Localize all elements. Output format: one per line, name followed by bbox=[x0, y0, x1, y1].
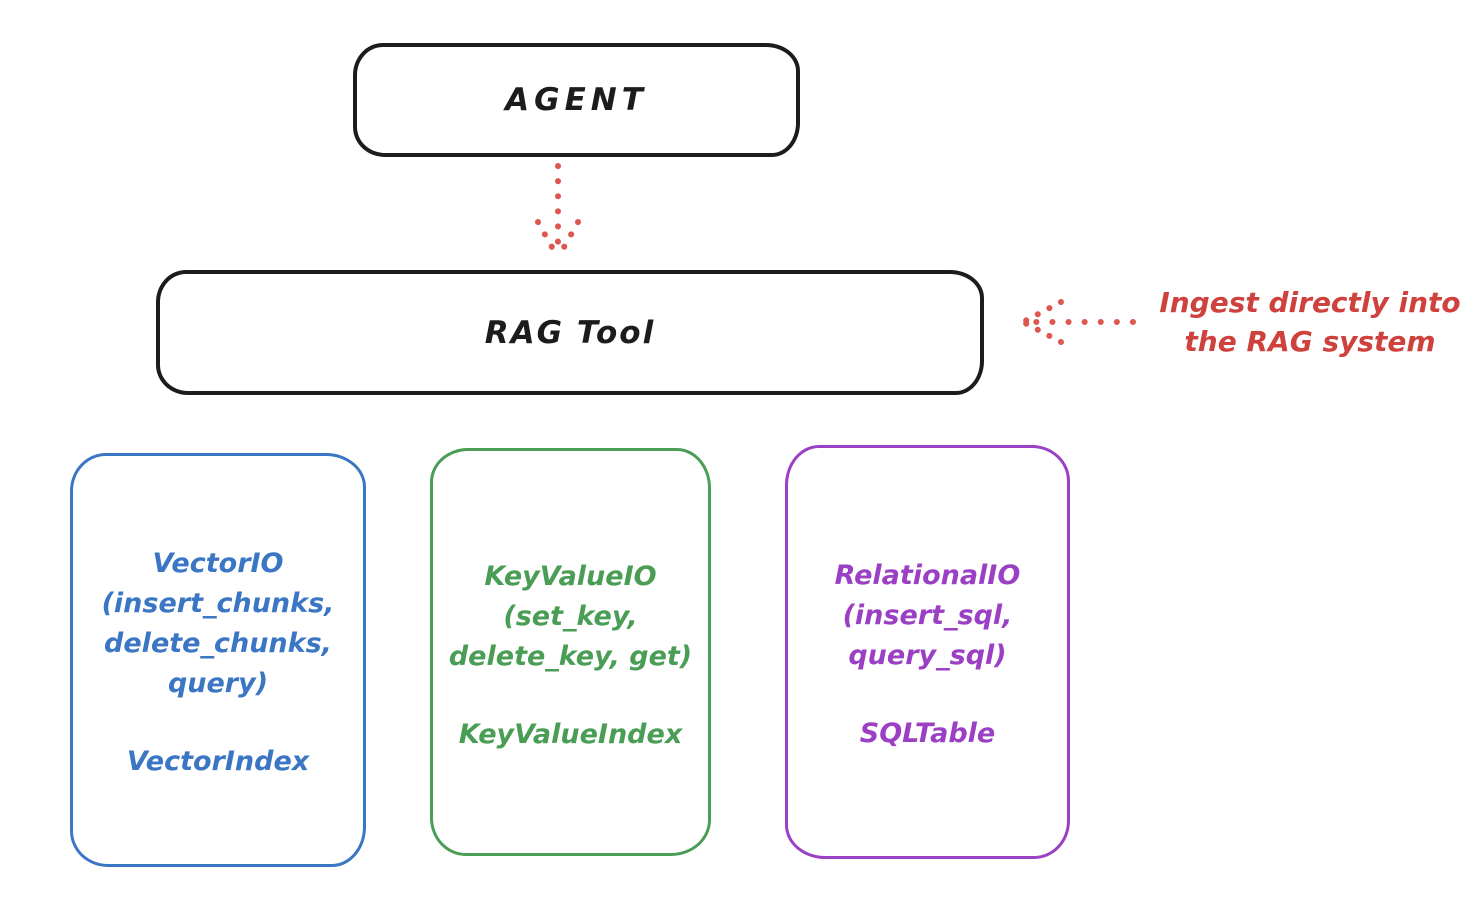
annotation-to-ragtool-arrow bbox=[1020, 299, 1136, 345]
key-value-index-label: KeyValueIndex bbox=[458, 719, 683, 750]
key-value-io-method-line-2: delete_key, get) bbox=[448, 641, 693, 672]
relational-io-title: RelationalIO bbox=[834, 560, 1021, 591]
ingest-annotation-line2: the RAG system bbox=[1184, 325, 1436, 358]
vector-io-method-line-1: (insert_chunks, bbox=[101, 588, 335, 619]
rag-tool-node: RAG Tool bbox=[156, 270, 984, 395]
key-value-io-title: KeyValueIO bbox=[484, 561, 657, 592]
vector-io-node: VectorIO (insert_chunks, delete_chunks, … bbox=[70, 453, 366, 867]
vector-io-title: VectorIO bbox=[152, 548, 284, 579]
agent-node: AGENT bbox=[353, 43, 800, 157]
relational-io-method-line-2: query_sql) bbox=[848, 640, 1007, 671]
sql-table-label: SQLTable bbox=[859, 718, 996, 749]
key-value-io-method-line-1: (set_key, bbox=[503, 601, 638, 632]
agent-node-label: AGENT bbox=[505, 82, 648, 118]
ingest-annotation: Ingest directly into the RAG system bbox=[1140, 283, 1480, 361]
vector-io-method-line-3: query) bbox=[167, 668, 269, 699]
ingest-annotation-line1: Ingest directly into bbox=[1159, 286, 1461, 319]
relational-io-method-line-1: (insert_sql, bbox=[842, 600, 1013, 631]
agent-to-ragtool-arrow bbox=[535, 163, 581, 261]
rag-tool-node-label: RAG Tool bbox=[484, 314, 656, 351]
key-value-io-node: KeyValueIO (set_key, delete_key, get) Ke… bbox=[430, 448, 711, 856]
vector-io-method-line-2: delete_chunks, bbox=[104, 628, 332, 659]
relational-io-node: RelationalIO (insert_sql, query_sql) SQL… bbox=[785, 445, 1070, 859]
vector-index-label: VectorIndex bbox=[126, 746, 310, 777]
